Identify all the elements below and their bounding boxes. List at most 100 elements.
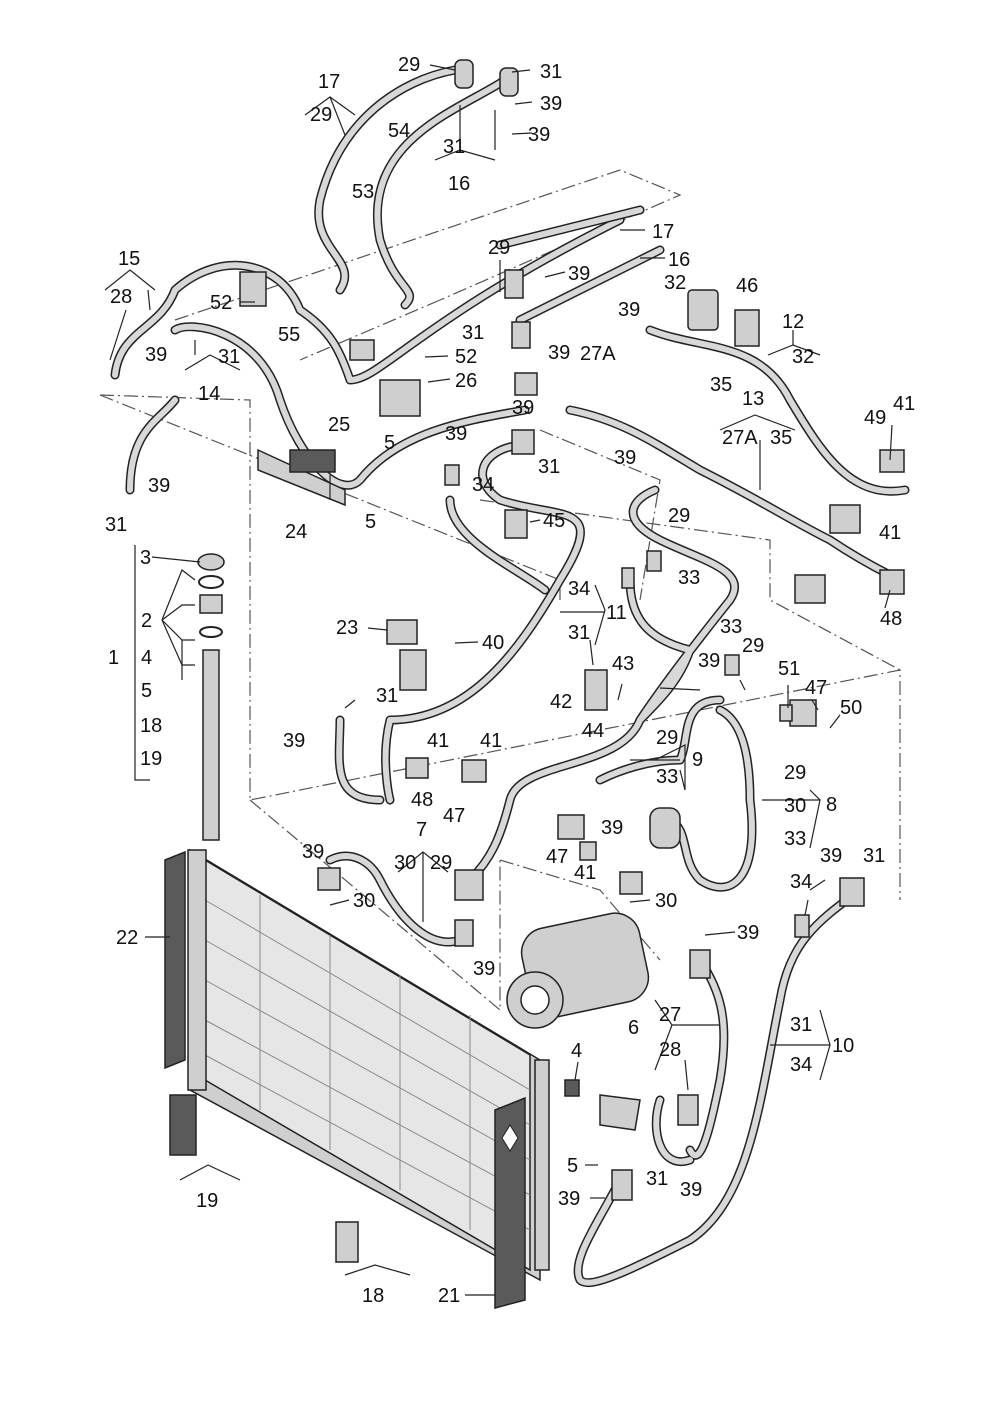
- callout-31-g: 31: [568, 622, 590, 644]
- callout-50: 50: [840, 697, 862, 719]
- side-seal-strip-right: [494, 1096, 526, 1309]
- callout-39-j: 39: [148, 475, 170, 497]
- callout-39-h: 39: [445, 423, 467, 445]
- callout-47-b: 47: [443, 805, 465, 827]
- callout-34-b: 34: [568, 578, 590, 600]
- callout-27A-b: 27A: [722, 427, 758, 449]
- callout-28-a: 28: [110, 286, 132, 308]
- callout-29-f: 29: [656, 727, 678, 749]
- callout-47-c: 47: [546, 846, 568, 868]
- callout-18-b: 18: [362, 1285, 384, 1307]
- callout-44: 44: [582, 720, 604, 742]
- callout-5-d: 5: [567, 1155, 578, 1177]
- callout-8: 8: [826, 794, 837, 816]
- callout-labels: 29 31 17 29 39 54 39 31 16 53 17 29 16 3…: [105, 54, 915, 1307]
- callout-39-i: 39: [614, 447, 636, 469]
- callout-12: 12: [782, 311, 804, 333]
- condenser: [187, 848, 550, 1282]
- fittings-and-brackets: [169, 59, 905, 1263]
- callout-30-c: 30: [353, 890, 375, 912]
- callout-42: 42: [550, 691, 572, 713]
- callout-3: 3: [140, 547, 151, 569]
- callout-4-a: 4: [141, 647, 152, 669]
- callout-6: 6: [628, 1017, 639, 1039]
- callout-33-c: 33: [656, 766, 678, 788]
- callout-5-a: 5: [384, 432, 395, 454]
- callout-32-a: 32: [664, 272, 686, 294]
- callout-52-b: 52: [455, 346, 477, 368]
- callout-10: 10: [832, 1035, 854, 1057]
- callout-43: 43: [612, 653, 634, 675]
- callout-46: 46: [736, 275, 758, 297]
- callout-39-b: 39: [528, 124, 550, 146]
- callout-14: 14: [198, 383, 220, 405]
- callout-31-f: 31: [105, 514, 127, 536]
- callout-29-d: 29: [668, 505, 690, 527]
- callout-21: 21: [438, 1285, 460, 1307]
- callout-29-a: 29: [398, 54, 420, 76]
- callout-33-a: 33: [678, 567, 700, 589]
- callout-31-j: 31: [790, 1014, 812, 1036]
- callout-leader-lines: [104, 64, 893, 1296]
- callout-27A-a: 27A: [580, 343, 616, 365]
- callout-16-b: 16: [668, 249, 690, 271]
- callout-39-k: 39: [698, 650, 720, 672]
- callout-35-b: 35: [770, 427, 792, 449]
- callout-39-e: 39: [548, 342, 570, 364]
- callout-39-d: 39: [618, 299, 640, 321]
- callout-39-g: 39: [512, 397, 534, 419]
- callout-40: 40: [482, 632, 504, 654]
- callout-31-d: 31: [218, 346, 240, 368]
- callout-29-b: 29: [310, 104, 332, 126]
- callout-47-a: 47: [805, 677, 827, 699]
- callout-29-h: 29: [430, 852, 452, 874]
- callout-41-e: 41: [574, 862, 596, 884]
- callout-39-p: 39: [737, 922, 759, 944]
- callout-31-b: 31: [443, 136, 465, 158]
- callout-1: 1: [108, 647, 119, 669]
- refrigerant-hoses: [110, 65, 910, 1288]
- ac-compressor: [506, 912, 650, 1029]
- callout-7: 7: [416, 819, 427, 841]
- callout-35-a: 35: [710, 374, 732, 396]
- callout-18-a: 18: [140, 715, 162, 737]
- callout-13: 13: [742, 388, 764, 410]
- callout-25: 25: [328, 414, 350, 436]
- callout-17-b: 17: [652, 221, 674, 243]
- callout-9: 9: [692, 749, 703, 771]
- callout-29-c: 29: [488, 237, 510, 259]
- callout-34-c: 34: [790, 871, 812, 893]
- callout-31-a: 31: [540, 61, 562, 83]
- callout-11: 11: [606, 602, 627, 624]
- callout-19-b: 19: [196, 1190, 218, 1212]
- callout-26: 26: [455, 370, 477, 392]
- callout-41-a: 41: [893, 393, 915, 415]
- callout-39-l: 39: [283, 730, 305, 752]
- callout-31-c: 31: [462, 322, 484, 344]
- callout-39-s: 39: [680, 1179, 702, 1201]
- callout-29-e: 29: [742, 635, 764, 657]
- callout-19-a: 19: [140, 748, 162, 770]
- callout-2: 2: [141, 610, 152, 632]
- callout-39-r: 39: [558, 1188, 580, 1210]
- callout-29-g: 29: [784, 762, 806, 784]
- callout-34-d: 34: [790, 1054, 812, 1076]
- callout-5-c: 5: [141, 680, 152, 702]
- callout-24: 24: [285, 521, 307, 543]
- callout-48-a: 48: [880, 608, 902, 630]
- callout-41-c: 41: [427, 730, 449, 752]
- callout-33-d: 33: [784, 828, 806, 850]
- callout-30-a: 30: [784, 795, 806, 817]
- callout-4-b: 4: [571, 1040, 582, 1062]
- callout-23: 23: [336, 617, 358, 639]
- callout-32-b: 32: [792, 346, 814, 368]
- callout-39-n: 39: [601, 817, 623, 839]
- callout-17-a: 17: [318, 71, 340, 93]
- callout-16-a: 16: [448, 173, 470, 195]
- callout-55: 55: [278, 324, 300, 346]
- callout-31-i: 31: [863, 845, 885, 867]
- callout-49: 49: [864, 407, 886, 429]
- callout-27: 27: [659, 1004, 681, 1026]
- callout-39-a: 39: [540, 93, 562, 115]
